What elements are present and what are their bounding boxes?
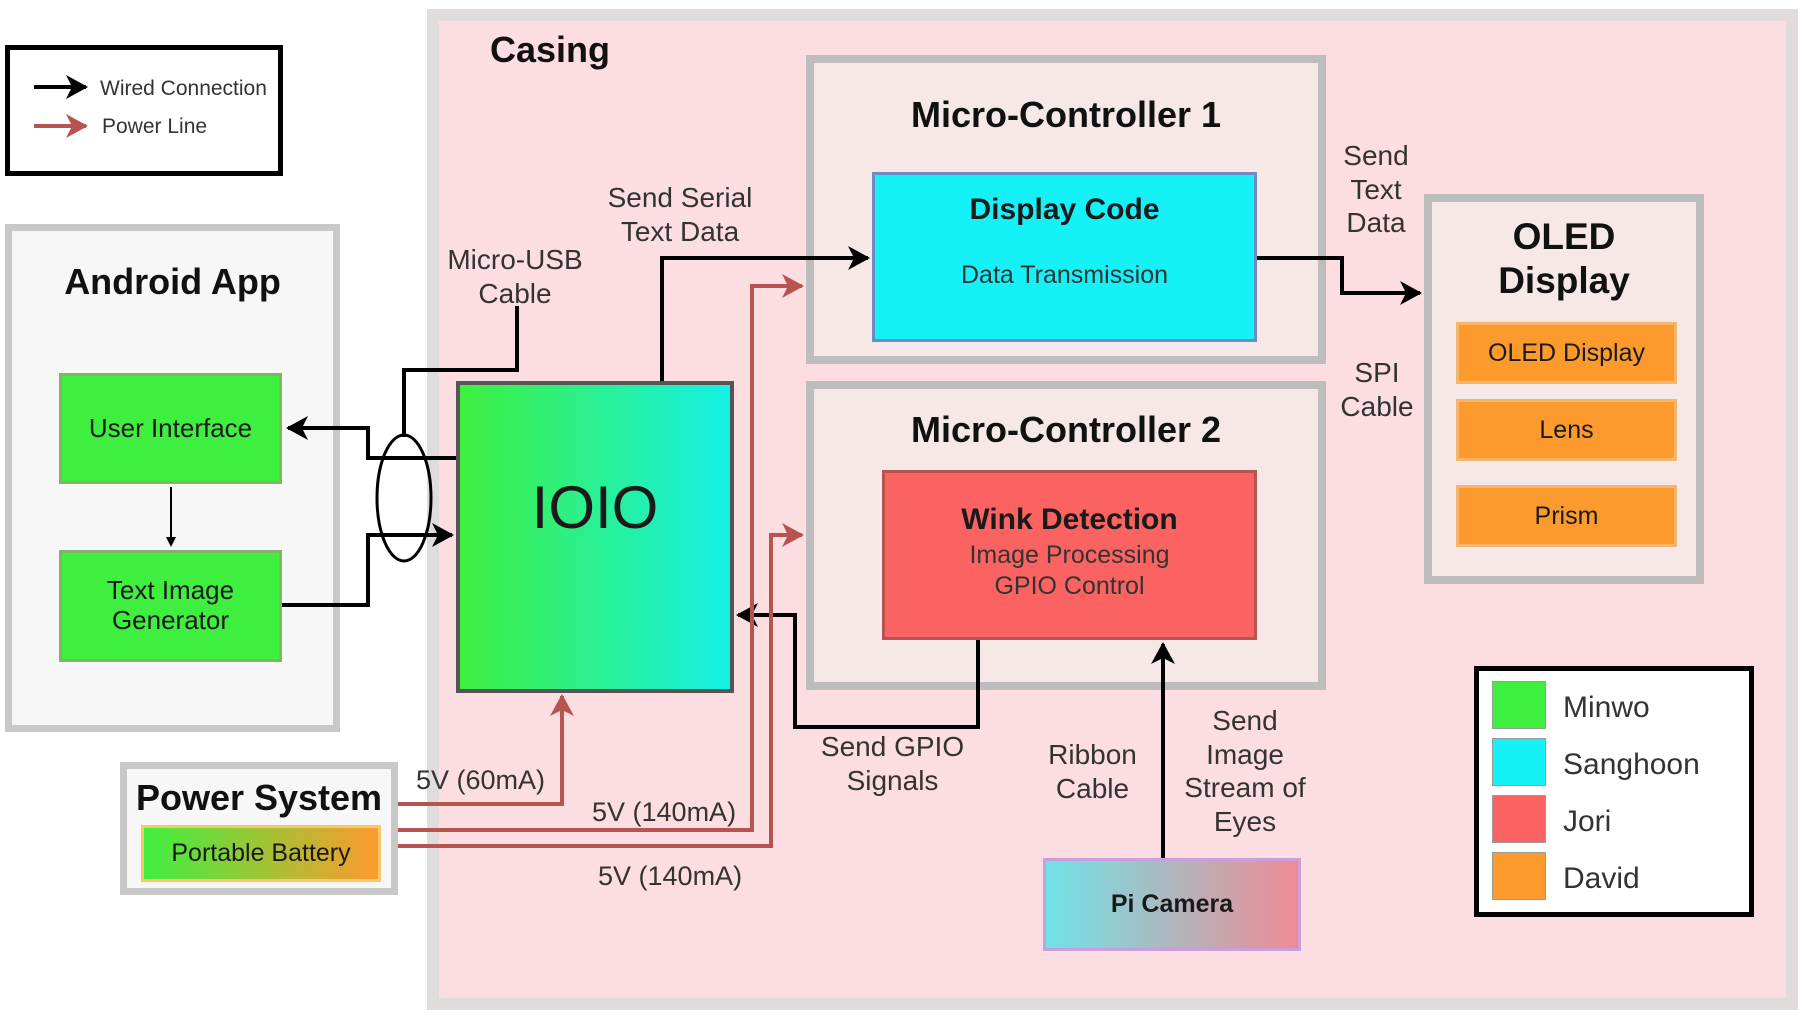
text-image-generator-block: Text Image Generator	[59, 550, 282, 662]
legend-swatch-minwo	[1492, 681, 1546, 729]
oled-display-title: OLED Display	[1498, 216, 1630, 302]
display-code-to-oled-arrow	[1257, 256, 1422, 305]
legend-swatch-jori	[1492, 795, 1546, 843]
power-60ma-label: 5V (60mA)	[416, 765, 546, 795]
power-line-mc2	[398, 523, 804, 848]
micro-controller-2-title: Micro-Controller 2	[910, 409, 1222, 450]
legend-label-minwo: Minwo	[1563, 691, 1650, 724]
line-legend	[5, 45, 283, 176]
send-gpio-signals-label: Send GPIO Signals	[820, 731, 965, 796]
display-code-subtitle: Data Transmission	[960, 261, 1169, 289]
micro-controller-1-title: Micro-Controller 1	[910, 94, 1222, 135]
user-interface-block: User Interface	[59, 373, 282, 484]
micro-usb-cable-line	[402, 306, 519, 437]
ribbon-cable-label: Ribbon Cable	[1048, 739, 1137, 804]
legend-label-jori: Jori	[1563, 805, 1612, 838]
oled-item-lens: Lens	[1456, 399, 1677, 461]
wink-detection-sub-2: GPIO Control	[994, 572, 1145, 600]
wink-detection-sub-1: Image Processing	[969, 541, 1170, 569]
generator-to-ioio-arrow	[282, 523, 454, 607]
display-code-block: Display Code Data Transmission	[872, 172, 1257, 342]
send-image-stream-label: Send Image Stream of Eyes	[1184, 705, 1306, 837]
power-system-title: Power System	[135, 777, 383, 818]
micro-usb-cable-label: Micro-USB Cable	[447, 244, 583, 309]
power-140ma-label-a: 5V (140mA)	[592, 797, 737, 827]
legend-swatch-david	[1492, 852, 1546, 900]
display-code-title: Display Code	[969, 193, 1160, 226]
send-serial-text-data-label: Send Serial Text Data	[607, 182, 753, 247]
oled-item-prism: Prism	[1456, 485, 1677, 547]
wink-to-ioio-gpio-arrow	[736, 603, 980, 729]
ioio-to-ui-arrow	[286, 416, 456, 460]
power-line-mc1	[398, 274, 804, 832]
oled-item-oled-display: OLED Display	[1456, 322, 1677, 384]
legend-power-label: Power Line	[102, 115, 208, 138]
send-text-data-label: Send Text Data	[1343, 140, 1409, 239]
legend-label-david: David	[1563, 862, 1640, 895]
spi-cable-label: SPI Cable	[1340, 357, 1414, 422]
wink-detection-title: Wink Detection	[961, 503, 1178, 536]
power-140ma-label-b: 5V (140mA)	[598, 861, 743, 891]
legend-wired-label: Wired Connection	[100, 77, 267, 100]
legend-label-sanghoon: Sanghoon	[1563, 748, 1700, 781]
ioio-block: IOIO	[456, 381, 734, 693]
wink-detection-block: Wink Detection Image Processing GPIO Con…	[882, 470, 1257, 640]
legend-swatch-sanghoon	[1492, 738, 1546, 786]
casing-title: Casing	[490, 29, 611, 70]
pi-camera-block: Pi Camera	[1043, 858, 1301, 951]
android-app-title: Android App	[64, 261, 281, 302]
power-line-ioio	[398, 694, 574, 806]
ioio-to-display-code-arrow	[660, 246, 870, 381]
portable-battery-block: Portable Battery	[141, 825, 381, 882]
usb-cable-bundle-ellipse	[375, 433, 433, 563]
